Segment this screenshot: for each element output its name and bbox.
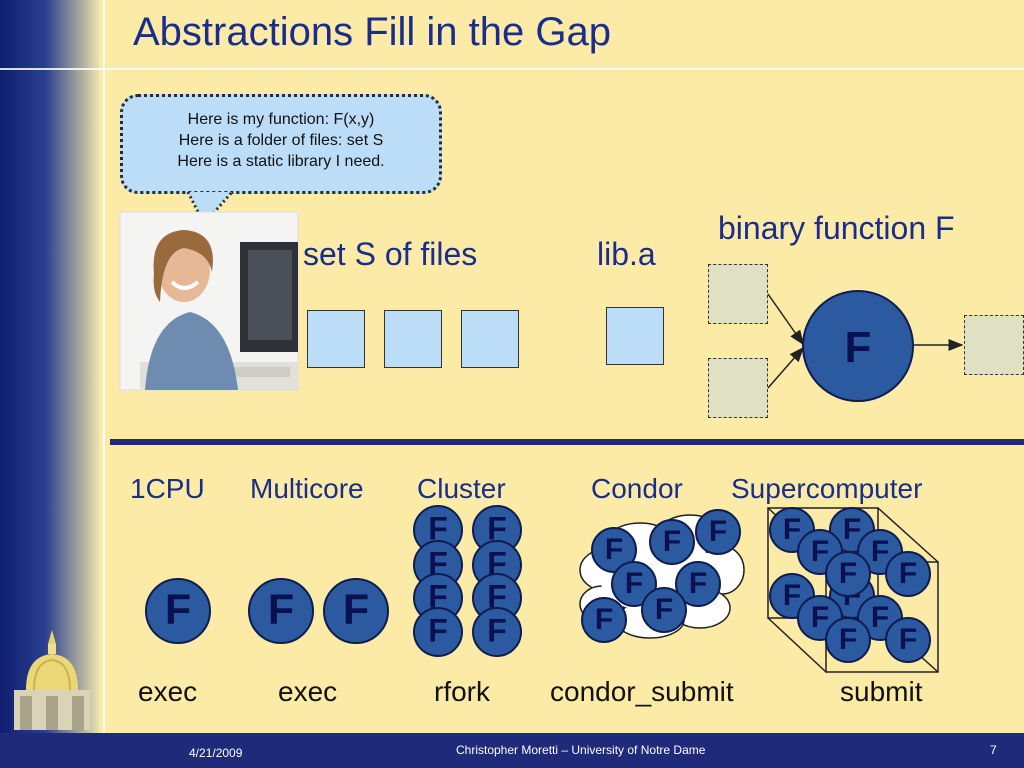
condor-function-instance: F (611, 561, 657, 607)
file-box (307, 310, 365, 368)
footer-page-number: 7 (990, 743, 997, 757)
supercomputer-function-instance: F (885, 617, 931, 663)
svg-text:F: F (428, 546, 448, 582)
svg-text:F: F (709, 515, 727, 548)
svg-text:F: F (655, 593, 673, 626)
svg-text:F: F (783, 579, 801, 612)
command-cluster: rfork (434, 676, 490, 707)
section-separator (110, 439, 1024, 445)
svg-text:F: F (625, 567, 643, 600)
multicore-function-instance: F (323, 578, 389, 644)
svg-text:F: F (843, 513, 861, 546)
supercomputer-function-instance: F (885, 551, 931, 597)
condor-function-instance: F (641, 587, 687, 633)
lib-label: lib.a (597, 236, 656, 272)
svg-text:F: F (428, 579, 448, 615)
lib-box (606, 307, 664, 365)
platform-cluster: Cluster (417, 473, 506, 504)
set-s-label: set S of files (303, 236, 478, 272)
supercomputer-function-instance: F (825, 551, 871, 597)
input-x-box (708, 264, 768, 324)
svg-text:F: F (811, 535, 829, 568)
svg-text:F: F (783, 513, 801, 546)
condor-function-instance: F (649, 519, 695, 565)
platform-supercomputer: Supercomputer (731, 473, 923, 504)
speech-bubble: Here is my function: F(x,y) Here is a fo… (120, 94, 442, 194)
cluster-function-instance: F (413, 505, 463, 555)
command-supercomputer: submit (840, 676, 923, 707)
svg-text:F: F (487, 579, 507, 615)
platform-condor: Condor (591, 473, 683, 504)
svg-text:F: F (871, 535, 889, 568)
speech-line-3: Here is a static library I need. (177, 153, 385, 170)
speech-line-2: Here is a folder of files: set S (178, 132, 384, 149)
condor-function-instance: F (695, 509, 741, 555)
svg-text:F: F (839, 557, 857, 590)
command-condor: condor_submit (550, 676, 734, 707)
dome-logo-icon (14, 630, 90, 730)
svg-text:F: F (487, 511, 507, 547)
footer-date: 4/21/2009 (189, 746, 243, 760)
svg-text:F: F (663, 525, 681, 558)
cluster-function-instance: F (413, 607, 463, 657)
svg-text:F: F (487, 546, 507, 582)
svg-text:F: F (595, 603, 613, 636)
condor-function-instance: F (591, 527, 637, 573)
supercomputer-function-instance: F (825, 617, 871, 663)
svg-text:F: F (899, 557, 917, 590)
command-multicore: exec (278, 676, 338, 707)
platform-1cpu: 1CPU (130, 473, 205, 504)
svg-text:F: F (165, 586, 191, 634)
1cpu-function-instance: F (145, 578, 211, 644)
file-box (461, 310, 519, 368)
svg-text:F: F (899, 623, 917, 656)
file-box (384, 310, 442, 368)
footer-bar (0, 733, 1024, 768)
condor-function-instance: F (581, 597, 627, 643)
vertical-divider (103, 0, 105, 733)
svg-text:F: F (428, 511, 448, 547)
svg-text:F: F (871, 601, 889, 634)
svg-text:F: F (343, 586, 369, 634)
command-1cpu: exec (138, 676, 198, 707)
function-f-glyph: F (845, 323, 872, 372)
svg-text:F: F (487, 613, 507, 649)
cluster-function-instance: F (472, 607, 522, 657)
svg-text:F: F (428, 613, 448, 649)
svg-text:F: F (689, 567, 707, 600)
speech-line-1: Here is my function: F(x,y) (187, 111, 375, 128)
svg-text:F: F (811, 601, 829, 634)
woman-at-computer-photo (119, 211, 299, 391)
platform-multicore: Multicore (250, 473, 364, 504)
svg-text:F: F (839, 623, 857, 656)
cluster-function-instance: F (472, 505, 522, 555)
output-box (964, 315, 1024, 375)
title-divider (0, 68, 1024, 70)
page-title: Abstractions Fill in the Gap (133, 10, 611, 54)
footer-author: Christopher Moretti – University of Notr… (456, 743, 706, 757)
svg-text:F: F (605, 533, 623, 566)
svg-text:F: F (268, 586, 294, 634)
multicore-function-instance: F (248, 578, 314, 644)
condor-function-instance: F (675, 561, 721, 607)
binary-function-label: binary function F (718, 210, 955, 246)
input-y-box (708, 358, 768, 418)
